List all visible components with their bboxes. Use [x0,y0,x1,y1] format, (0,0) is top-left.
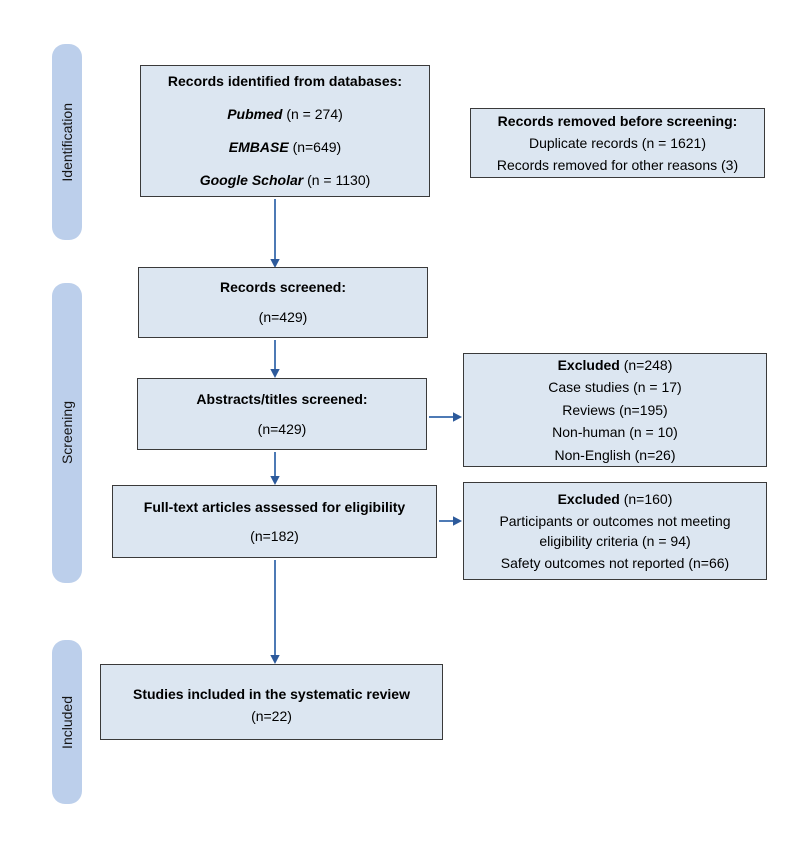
stage-band-included: Included [52,640,82,804]
excluded-eligibility-criteria: Participants or outcomes not meeting eli… [499,513,731,549]
database-embase: EMBASE (n=649) [229,139,341,156]
box-excluded-screening: Excluded (n=248) Case studies (n = 17) R… [463,353,767,467]
database-google-scholar: Google Scholar (n = 1130) [200,172,371,189]
records-screened-title: Records screened: [219,279,347,295]
records-removed-other: Records removed for other reasons (3) [496,157,739,173]
database-pubmed-name: Pubmed [227,106,283,122]
arrowhead-fulltext-to-included [270,655,280,664]
box-excluded-fulltext: Excluded (n=160) Participants or outcome… [463,482,767,580]
database-google-scholar-count: (n = 1130) [307,172,371,188]
database-embase-count: (n=649) [292,139,342,155]
box-fulltext-assessed: Full-text articles assessed for eligibil… [112,485,437,558]
excluded-safety-outcomes: Safety outcomes not reported (n=66) [500,555,730,571]
arrowhead-abstracts-to-excluded [453,412,462,422]
excluded-reviews: Reviews (n=195) [562,401,668,418]
excluded-fulltext-count: (n=160) [623,491,673,507]
fulltext-assessed-title: Full-text articles assessed for eligibil… [143,498,406,515]
stage-label-included: Included [59,695,75,749]
arrowhead-screened-to-abstracts [270,369,280,378]
box-records-screened: Records screened: (n=429) [138,267,428,338]
stage-band-identification: Identification [52,44,82,240]
excluded-case-studies: Case studies (n = 17) [548,379,682,396]
stage-label-identification: Identification [59,102,75,182]
excluded-fulltext-title: Excluded [557,491,620,507]
records-removed-duplicates: Duplicate records (n = 1621) [528,135,707,151]
excluded-screening-count: (n=248) [623,356,673,373]
abstracts-screened-title: Abstracts/titles screened: [196,390,368,407]
excluded-fulltext-heading: Excluded (n=160) [558,489,673,509]
studies-included-title: Studies included in the systematic revie… [133,685,410,702]
excluded-screening-heading: Excluded (n=248) [558,354,673,377]
records-removed-title: Records removed before screening: [497,113,738,129]
excluded-non-english: Non-English (n=26) [554,446,676,463]
studies-included-count: (n=22) [251,707,292,724]
box-records-identified: Records identified from databases: Pubme… [140,65,430,197]
stage-label-screening: Screening [59,401,75,465]
records-identified-title: Records identified from databases: [167,73,403,89]
box-abstracts-screened: Abstracts/titles screened: (n=429) [137,378,427,450]
database-pubmed: Pubmed (n = 274) [227,106,343,123]
records-screened-count: (n=429) [258,309,308,325]
database-google-scholar-name: Google Scholar [199,172,304,188]
arrowhead-abstracts-to-fulltext [270,476,280,485]
fulltext-assessed-count: (n=182) [250,527,299,544]
excluded-non-human: Non-human (n = 10) [552,424,678,441]
box-studies-included: Studies included in the systematic revie… [100,664,443,740]
arrowhead-fulltext-to-excluded [453,516,462,526]
excluded-screening-title: Excluded [557,356,620,373]
abstracts-screened-count: (n=429) [257,420,307,437]
database-embase-name: EMBASE [228,139,289,155]
stage-band-screening: Screening [52,283,82,583]
database-pubmed-count: (n = 274) [286,106,343,122]
box-records-removed: Records removed before screening: Duplic… [470,108,765,178]
